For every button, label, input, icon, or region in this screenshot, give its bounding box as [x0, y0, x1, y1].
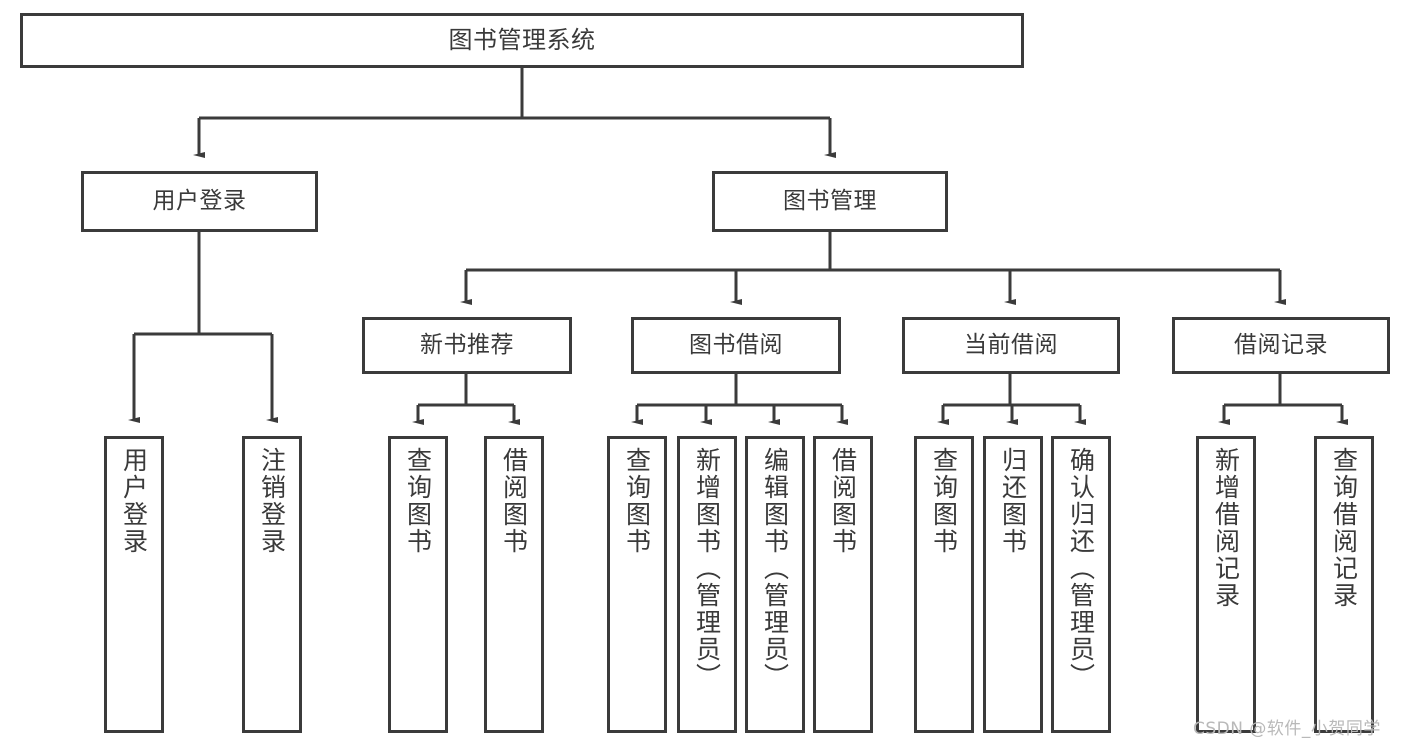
node-current-borrow[interactable]: 当前借阅 [902, 317, 1120, 374]
node-leaf-cb-query-book[interactable]: 查询图书 [914, 436, 974, 733]
node-user-login[interactable]: 用户登录 [81, 171, 318, 232]
node-user-login-label: 用户登录 [152, 188, 247, 215]
node-book-management-label: 图书管理 [783, 188, 877, 215]
node-leaf-bb-add-book[interactable]: 新增图书（管理员） [677, 436, 737, 733]
node-book-borrow[interactable]: 图书借阅 [631, 317, 841, 374]
node-leaf-cb-query-book-label: 查询图书 [929, 447, 959, 555]
node-leaf-br-add-record-label: 新增借阅记录 [1211, 447, 1241, 609]
node-leaf-br-add-record[interactable]: 新增借阅记录 [1196, 436, 1256, 733]
node-borrow-record-label: 借阅记录 [1234, 332, 1328, 359]
node-leaf-logout-label: 注销登录 [257, 447, 287, 555]
node-leaf-cb-return-book[interactable]: 归还图书 [983, 436, 1043, 733]
node-leaf-cb-confirm-return-label: 确认归还（管理员） [1066, 447, 1096, 690]
node-leaf-bb-edit-book[interactable]: 编辑图书（管理员） [745, 436, 805, 733]
node-leaf-bb-borrow-book[interactable]: 借阅图书 [813, 436, 873, 733]
node-leaf-br-query-record[interactable]: 查询借阅记录 [1314, 436, 1374, 733]
node-root-system[interactable]: 图书管理系统 [20, 13, 1024, 68]
node-new-book-recommend[interactable]: 新书推荐 [362, 317, 572, 374]
node-current-borrow-label: 当前借阅 [964, 332, 1058, 359]
node-leaf-bb-query-book-label: 查询图书 [622, 447, 652, 555]
node-leaf-bb-edit-book-label: 编辑图书（管理员） [760, 447, 790, 690]
node-leaf-user-login-label: 用户登录 [119, 447, 149, 555]
node-borrow-record[interactable]: 借阅记录 [1172, 317, 1390, 374]
node-leaf-bb-query-book[interactable]: 查询图书 [607, 436, 667, 733]
node-book-borrow-label: 图书借阅 [689, 332, 783, 359]
node-book-management[interactable]: 图书管理 [712, 171, 948, 232]
node-leaf-nb-borrow-book[interactable]: 借阅图书 [484, 436, 544, 733]
node-leaf-nb-query-book-label: 查询图书 [403, 447, 433, 555]
node-leaf-bb-borrow-book-label: 借阅图书 [828, 447, 858, 555]
node-leaf-nb-borrow-book-label: 借阅图书 [499, 447, 529, 555]
node-leaf-cb-return-book-label: 归还图书 [998, 447, 1028, 555]
watermark-text: CSDN @软件_小贺同学 [1193, 719, 1381, 739]
node-new-book-recommend-label: 新书推荐 [420, 332, 514, 359]
node-leaf-user-login[interactable]: 用户登录 [104, 436, 164, 733]
node-leaf-cb-confirm-return[interactable]: 确认归还（管理员） [1051, 436, 1111, 733]
node-leaf-bb-add-book-label: 新增图书（管理员） [692, 447, 722, 690]
node-leaf-br-query-record-label: 查询借阅记录 [1329, 447, 1359, 609]
node-root-system-label: 图书管理系统 [448, 25, 596, 54]
node-leaf-nb-query-book[interactable]: 查询图书 [388, 436, 448, 733]
node-leaf-logout[interactable]: 注销登录 [242, 436, 302, 733]
